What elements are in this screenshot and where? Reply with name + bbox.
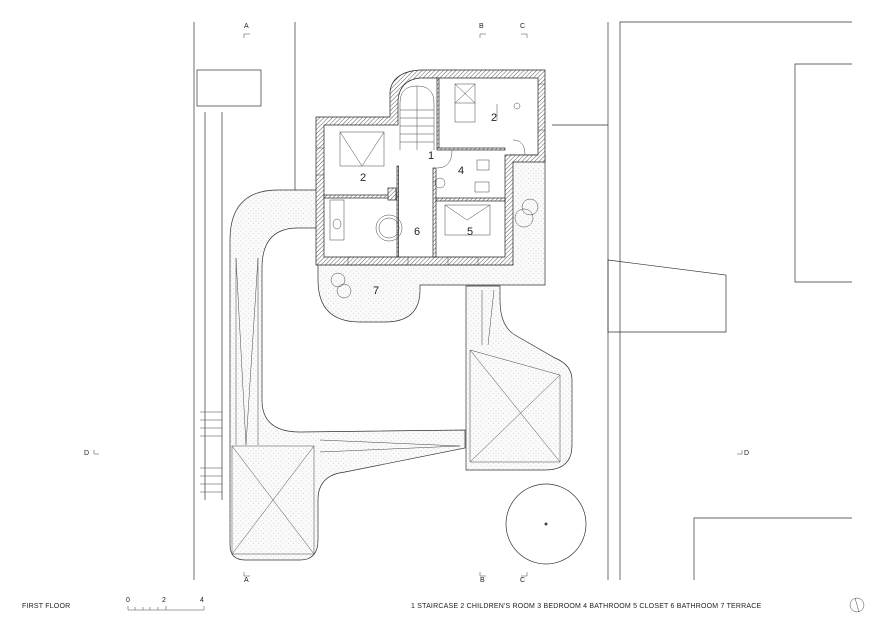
room-labels: 1 2 2 4 5 6 7 [360, 112, 497, 297]
footer: FIRST FLOOR 0 2 4 1 STAIRCASE 2 CHILDREN… [22, 597, 865, 613]
section-marker-c: C [520, 577, 525, 584]
scale-bar: 0 2 4 [126, 597, 205, 611]
scale-tick-2: 2 [162, 597, 166, 604]
room-number-terrace: 7 [373, 285, 379, 297]
room-number-bathroom: 6 [414, 226, 420, 238]
room-number-childrens-room: 2 [491, 112, 497, 124]
section-marker-b: B [479, 23, 484, 30]
tree [505, 483, 587, 565]
section-markers: A B C A B C D D [84, 23, 749, 584]
section-marker-a: A [244, 23, 249, 30]
house [315, 69, 546, 266]
room-number-bathroom: 4 [458, 165, 464, 177]
scale-tick-4: 4 [200, 597, 204, 604]
shed [196, 69, 262, 500]
north-arrow-icon [849, 597, 865, 613]
section-marker-a: A [244, 577, 249, 584]
room-number-staircase: 1 [428, 150, 434, 162]
room-number-childrens-room: 2 [360, 172, 366, 184]
scale-tick-0: 0 [126, 597, 130, 604]
room-legend: 1 STAIRCASE 2 CHILDREN'S ROOM 3 BEDROOM … [411, 603, 762, 610]
terrace [317, 154, 546, 323]
neighbour-building [607, 21, 852, 580]
section-marker-d: D [744, 450, 749, 457]
garden-path-left [229, 189, 466, 561]
exterior-steps [200, 411, 222, 493]
garden-path-right [465, 285, 573, 471]
drawing-title: FIRST FLOOR [22, 603, 70, 610]
section-marker-b: B [480, 577, 485, 584]
room-number-closet: 5 [467, 226, 473, 238]
section-marker-c: C [520, 23, 525, 30]
section-marker-d: D [84, 450, 89, 457]
